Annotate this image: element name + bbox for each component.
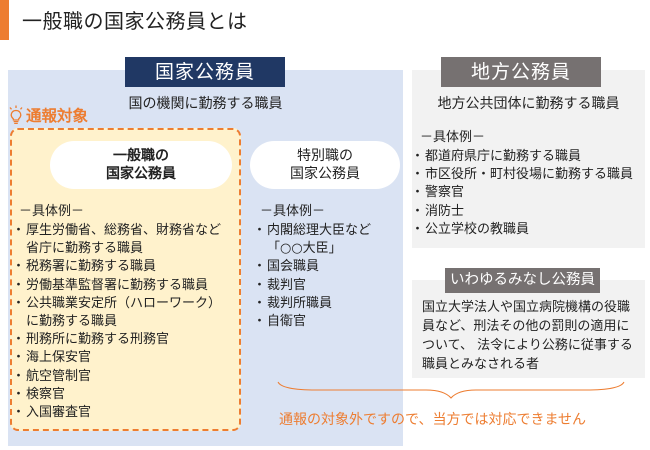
national-header: 国家公務員 — [125, 57, 285, 87]
list-item: 裁判所職員 — [253, 295, 371, 313]
list-item: 国会職員 — [253, 258, 371, 276]
general-national-pill: 一般職の 国家公務員 — [50, 141, 232, 189]
lightbulb-icon — [9, 105, 23, 124]
general-title-line2: 国家公務員 — [106, 166, 176, 182]
local-subtitle: 地方公共団体に勤務する職員 — [437, 96, 620, 112]
list-item: 都道府県庁に勤務する職員 — [411, 148, 633, 166]
list-item: 入国審査官 — [12, 404, 221, 422]
list-item: 裁判官 — [253, 277, 371, 295]
list-item: 航空管制官 — [12, 368, 221, 386]
special-title-line1: 特別職の — [297, 148, 353, 164]
national-subtitle: 国の機関に勤務する職員 — [128, 96, 283, 112]
minashi-panel — [412, 280, 645, 378]
list-item: 内閣総理大臣など「○○大臣」 — [253, 222, 371, 258]
special-examples-heading: －具体例－ — [260, 204, 326, 219]
general-examples-heading: －具体例－ — [19, 204, 85, 219]
list-item: 税務署に勤務する職員 — [12, 258, 221, 276]
minashi-header: いわゆるみなし公務員 — [445, 268, 600, 293]
list-item: 公共職業安定所（ハローワーク）に勤務する職員 — [12, 295, 221, 331]
list-item: 公立学校の教職員 — [411, 221, 633, 239]
title-accent-bar — [0, 0, 9, 40]
report-target-label: 通報対象 — [8, 104, 88, 126]
list-item: 刑務所に勤務する刑務官 — [12, 331, 221, 349]
list-item: 警察官 — [411, 184, 633, 202]
general-title-line1: 一般職の — [113, 148, 169, 164]
list-item: 消防士 — [411, 203, 633, 221]
out-of-scope-note: 通報の対象外ですので、当方では対応できません — [279, 412, 587, 428]
special-examples-list: 内閣総理大臣など「○○大臣」 国会職員 裁判官 裁判所職員 自衛官 — [253, 222, 371, 331]
list-item: 海上保安官 — [12, 349, 221, 367]
list-item: 自衛官 — [253, 313, 371, 331]
list-item: 市区役所・町村役場に勤務する職員 — [411, 166, 633, 184]
special-title-line2: 国家公務員 — [290, 166, 360, 182]
special-national-pill: 特別職の 国家公務員 — [250, 141, 400, 189]
minashi-description: 国立大学法人や国立病院機構の役職員など、刑法その他の罰則の適用について、 法令に… — [422, 300, 633, 372]
local-examples-heading: －具体例－ — [420, 130, 486, 145]
list-item: 労働基準監督署に勤務する職員 — [12, 277, 221, 295]
list-item: 検察官 — [12, 386, 221, 404]
local-header: 地方公務員 — [441, 57, 601, 87]
page-title: 一般職の国家公務員とは — [22, 9, 248, 33]
curly-brace-icon — [277, 381, 625, 399]
report-target-text: 通報対象 — [26, 107, 89, 125]
local-examples-list: 都道府県庁に勤務する職員 市区役所・町村役場に勤務する職員 警察官 消防士 公立… — [411, 148, 633, 239]
